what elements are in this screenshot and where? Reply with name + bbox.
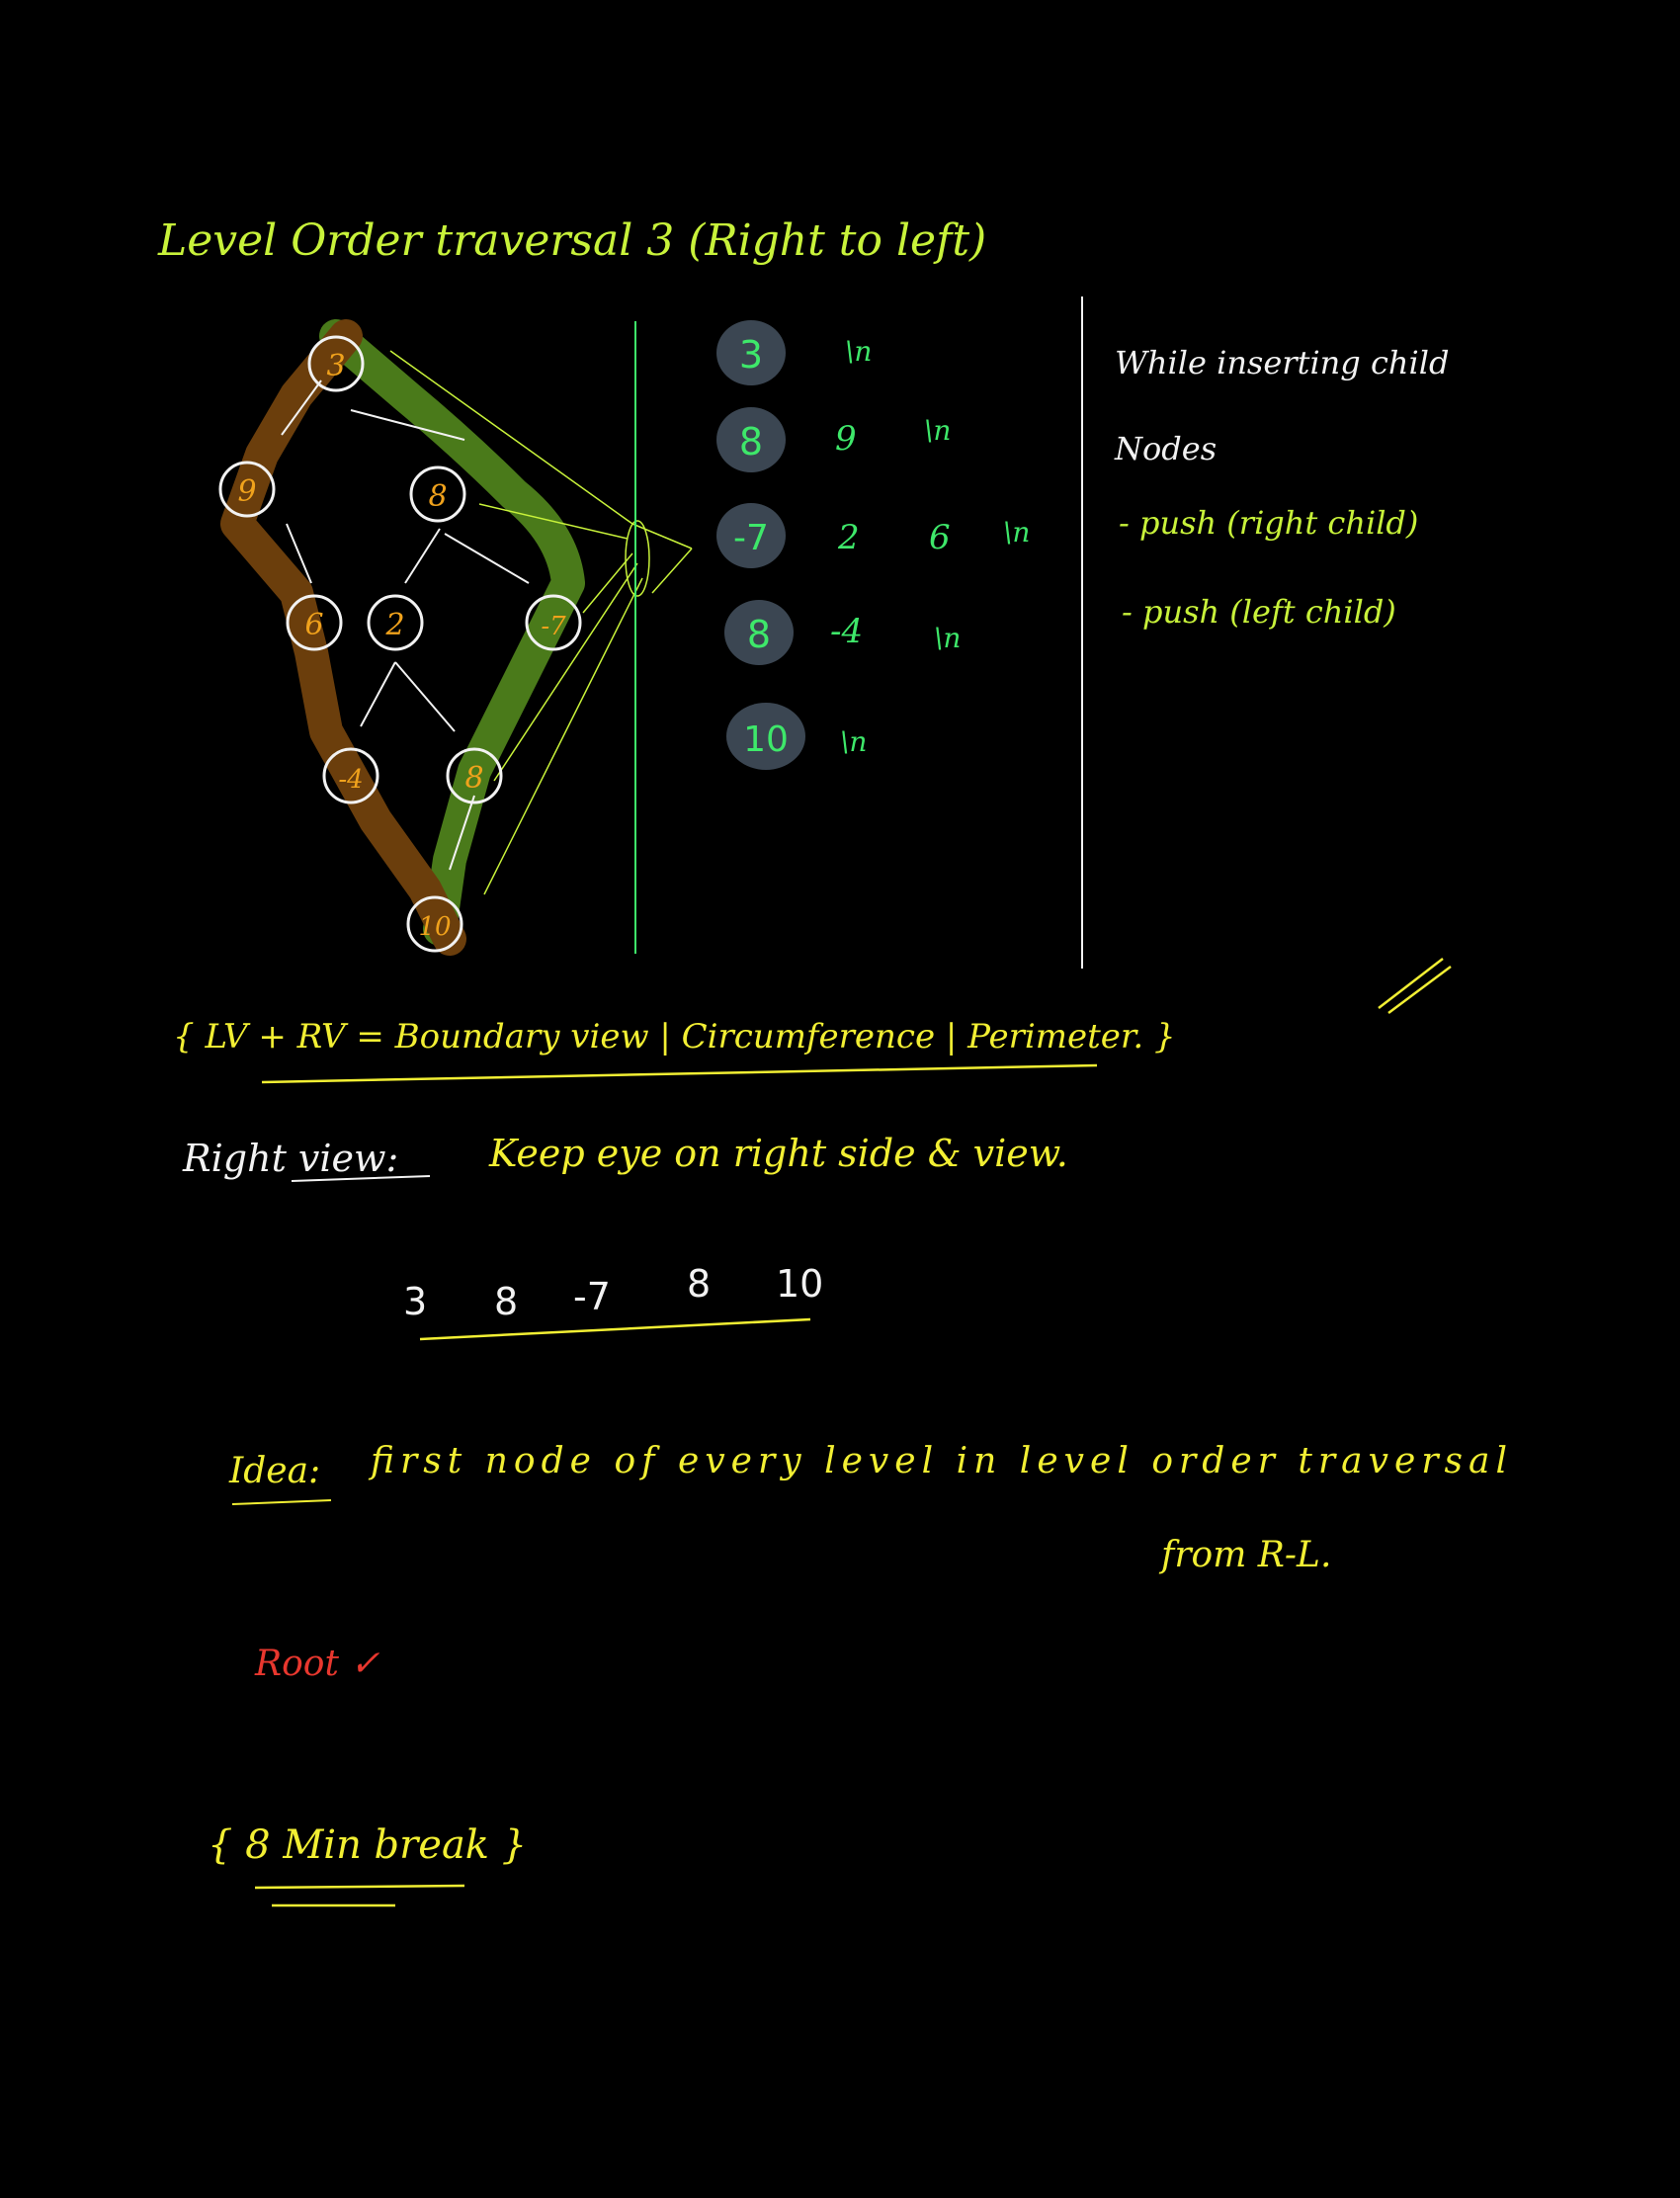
tree-node-8b: 8 [446,747,503,804]
sequence-value: 10 [776,1262,823,1306]
queue-item: 6 [929,518,951,557]
boundary-text: { LV + RV = Boundary view | Circumferenc… [173,1017,1176,1057]
queue-front-value: 10 [743,719,789,760]
tree-node-label: -4 [338,765,363,795]
boundary-underline [261,1063,1098,1084]
tree-node-8a: 8 [409,465,466,523]
tree-node-9: 9 [218,461,276,518]
tree-node-neg7: -7 [525,594,582,651]
break-underline-1 [254,1884,465,1890]
idea-text-2: from R-L. [1158,1535,1331,1575]
note-line-2: Nodes [1114,430,1217,467]
note-line-3: - push (right child) [1119,504,1418,542]
tree-node-label: 6 [304,608,323,642]
page-title: Level Order traversal 3 (Right to left) [157,215,986,266]
queue-item: \n [1003,516,1030,549]
double-tick-mark [1378,958,1452,1015]
queue-item: 2 [837,518,860,557]
queue-front-value: 3 [739,333,763,377]
left-boundary-highlight [220,319,466,956]
break-text: { 8 Min break } [208,1822,527,1868]
sequence-value: 8 [494,1280,518,1323]
tree-edges [281,380,530,871]
tree-node-label: 2 [384,608,404,642]
idea-label: Idea: [228,1451,320,1491]
sequence-value: -7 [573,1275,611,1318]
queue-item: -4 [830,612,863,651]
queue-front-value: -7 [733,518,769,558]
queue-item: 9 [835,419,857,459]
tree-node-neg4: -4 [322,747,379,804]
queue-item: \n [840,725,867,758]
tree-node-label: 8 [464,761,483,796]
tree-node-2: 2 [367,594,424,651]
queue-front-value: 8 [739,420,763,464]
sequence-underline [419,1317,811,1341]
right-view-underline [291,1175,431,1182]
tree-node-10: 10 [406,895,463,953]
right-view-text: Keep eye on right side & view. [488,1132,1068,1175]
queue-row-1: 3 \n [716,320,872,385]
note-line-4: - push (left child) [1122,593,1396,631]
queue-row-4: 8 -4 \n [724,600,961,665]
tree-node-6: 6 [286,594,343,651]
queue-item: \n [934,622,961,654]
queue-front-value: 8 [747,613,771,656]
sequence-value: 8 [687,1262,711,1306]
sequence-value: 3 [403,1280,427,1323]
tree-node-label: 8 [428,479,447,514]
note-line-1: While inserting child [1115,344,1449,381]
right-boundary-highlight [319,319,585,946]
queue-item: \n [845,335,872,368]
queue-row-5: 10 \n [726,703,867,770]
tree-node-label: 10 [418,912,451,942]
right-view-label: Right view: [182,1137,398,1180]
idea-underline [231,1499,332,1505]
tree-node-label: -7 [541,612,566,641]
view-lines [389,350,693,895]
idea-text: first node of every level in level order… [368,1441,1507,1481]
tree-node-label: 3 [326,349,345,383]
tree-node-3: 3 [307,335,365,392]
queue-row-3: -7 2 6 \n [716,503,1030,568]
queue-item: \n [924,414,951,447]
root-text: Root ✓ [254,1644,380,1684]
queue-row-2: 8 9 \n [716,407,951,472]
tree-node-label: 9 [237,474,256,509]
